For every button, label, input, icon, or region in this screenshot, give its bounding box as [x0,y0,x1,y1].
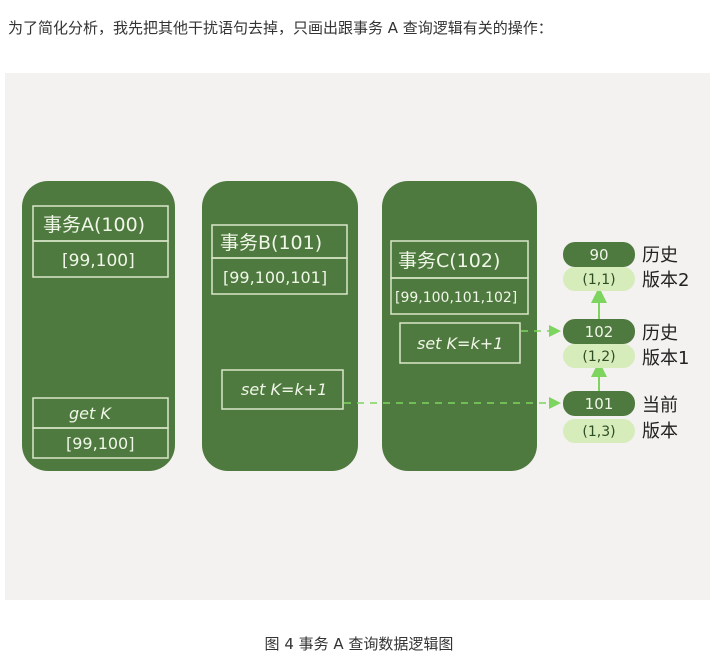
transaction-c-set-label: set K=k+1 [417,334,503,353]
transaction-a-title: 事务A(100) [43,214,145,236]
figure-caption: 图 4 事务 A 查询数据逻辑图 [264,635,454,653]
transaction-a-view-box [32,240,169,278]
transaction-b-set-label: set K=k+1 [241,380,327,399]
transaction-a-result: [99,100] [66,434,134,453]
version-90-pair: (1,1) [582,272,615,288]
transaction-a-get-label: get K [69,404,112,423]
transaction-c-set-box [399,322,521,364]
version-102-label-line1: 历史 [642,323,678,344]
transaction-logic-figure: 事务A(100) [99,100] get K [99,100] 事务B(101… [5,73,710,600]
transaction-b-title: 事务B(101) [220,232,322,254]
figure-canvas: 事务A(100) [99,100] get K [99,100] 事务B(101… [22,181,689,471]
transaction-b-set-box [221,369,344,410]
version-90-label-line2: 版本2 [642,270,689,291]
version-102-pair-pill [563,344,635,368]
version-101-pair: (1,3) [582,424,615,440]
version-101-label-line2: 版本 [642,421,678,442]
version-node-90: 90 (1,1) 历史 版本2 [563,242,689,291]
version-101-value: 101 [585,395,614,413]
version-102-label-line2: 版本1 [642,348,689,369]
version-102-value-pill [563,319,635,344]
intro-paragraph: 为了简化分析，我先把其他干扰语句去掉，只画出跟事务 A 查询逻辑有关的操作： [8,19,553,37]
transaction-c-background [382,181,537,471]
version-node-102: 102 (1,2) 历史 版本1 [563,319,689,369]
version-90-pair-pill [563,267,635,291]
transaction-a-result-box [32,427,169,459]
transaction-c-panel: 事务C(102) [99,100,101,102] set K=k+1 [382,181,537,471]
version-102-value: 102 [585,323,614,341]
version-101-label-line1: 当前 [642,395,678,416]
transaction-a-panel: 事务A(100) [99,100] get K [99,100] [22,181,175,471]
transaction-b-panel: 事务B(101) [99,100,101] set K=k+1 [202,181,358,471]
version-90-value: 90 [589,246,608,264]
transaction-b-view: [99,100,101] [223,268,327,287]
version-90-label-line1: 历史 [642,245,678,266]
version-node-101: 101 (1,3) 当前 版本 [563,391,678,443]
transaction-c-view: [99,100,101,102] [395,290,517,306]
version-90-value-pill [563,242,635,267]
transaction-c-view-box [390,277,529,315]
transaction-a-view: [99,100] [62,251,135,271]
transaction-c-title: 事务C(102) [398,250,500,272]
version-101-value-pill [563,391,635,416]
version-101-pair-pill [563,419,635,443]
transaction-b-background [202,181,358,471]
transaction-b-view-box [211,257,348,295]
version-102-pair: (1,2) [582,349,615,365]
